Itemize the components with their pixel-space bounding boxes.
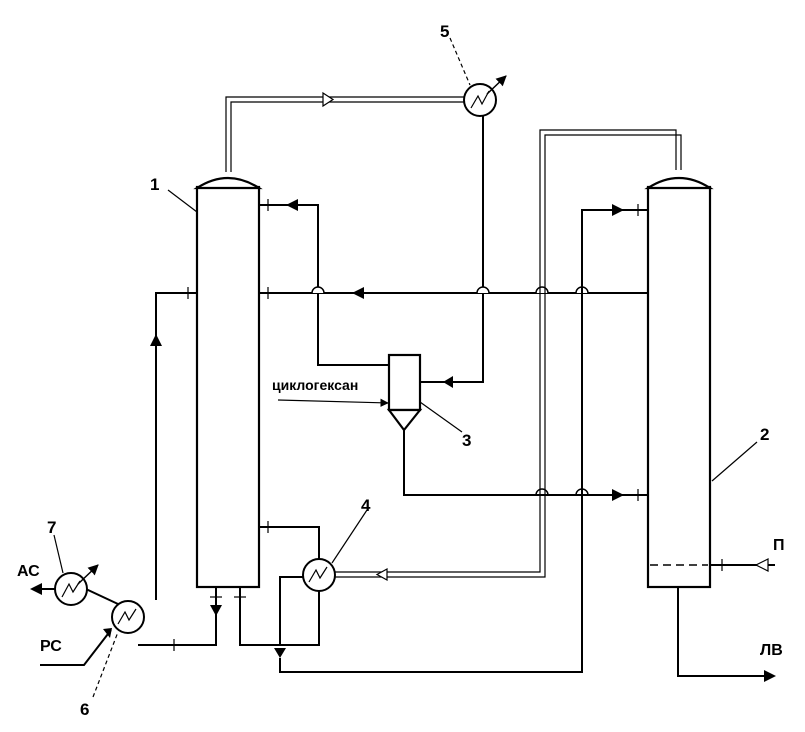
label-condenser-5: 5 xyxy=(440,22,449,41)
stream-ac: АС xyxy=(17,563,40,580)
stream-lv: ЛВ xyxy=(760,642,783,659)
col1-bottom-line xyxy=(239,587,280,646)
leader-lines xyxy=(53,37,758,698)
condensate-line xyxy=(420,116,484,383)
label-column-2: 2 xyxy=(760,425,769,444)
stream-pc: РС xyxy=(40,638,62,655)
label-heater-6: 6 xyxy=(80,700,89,719)
reflux-col1-line xyxy=(259,204,389,366)
heater-6 xyxy=(111,600,145,634)
separator-bottom-line xyxy=(403,430,648,496)
column-1 xyxy=(193,177,263,589)
exchanger4-drain xyxy=(279,576,303,645)
label-separator-3: 3 xyxy=(462,431,471,450)
exchanger-4 xyxy=(302,558,336,592)
label-column-1: 1 xyxy=(150,175,159,194)
pc-inlet-line xyxy=(40,629,112,666)
exchanger4-out xyxy=(280,591,320,646)
cooler-7 xyxy=(54,564,99,606)
separator-3 xyxy=(386,353,423,432)
cyclohexane-feed-line xyxy=(277,398,389,407)
col2-overhead-line xyxy=(335,129,682,582)
collector-line xyxy=(279,600,583,673)
col2-feed-line xyxy=(581,209,648,600)
stream-steam: П xyxy=(773,537,785,554)
label-cooler-7: 7 xyxy=(47,518,56,537)
condenser-5 xyxy=(463,75,507,117)
overhead-vapour-line xyxy=(225,91,465,172)
heater6-return-line xyxy=(155,292,197,600)
col1-bottoms-line xyxy=(138,587,217,646)
heater6-to-cooler7 xyxy=(87,589,119,605)
stream-cyclohexane: циклогексан xyxy=(272,377,358,393)
label-exchanger-4: 4 xyxy=(361,496,371,515)
lv-outlet-line xyxy=(677,587,765,677)
column-2 xyxy=(644,177,714,589)
col1-side-draw-line xyxy=(259,526,320,559)
